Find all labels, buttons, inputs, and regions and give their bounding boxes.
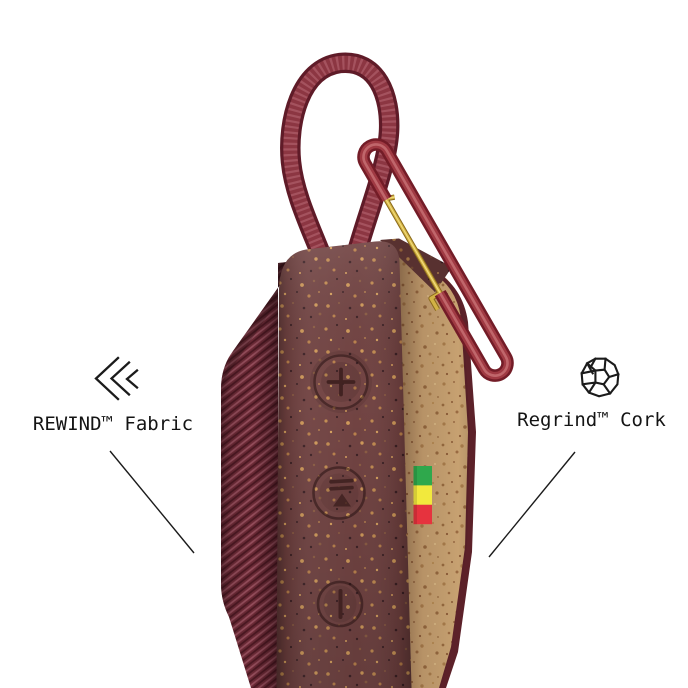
side-panel bbox=[276, 241, 412, 688]
pause-bars-glyph bbox=[329, 478, 354, 491]
carabiner bbox=[357, 138, 514, 382]
volume-down-button bbox=[316, 580, 364, 628]
play-pause-button bbox=[312, 466, 366, 520]
play-triangle-glyph bbox=[333, 493, 351, 507]
carabiner-body bbox=[357, 138, 514, 382]
regrind-cork-icon bbox=[580, 357, 620, 398]
rewind-chevrons-icon bbox=[94, 356, 139, 401]
cork-panel bbox=[399, 255, 476, 688]
volume-up-button bbox=[310, 351, 372, 413]
callout-label-right: Regrind™ Cork bbox=[517, 409, 666, 431]
flag-stripes bbox=[413, 466, 432, 525]
rope-loop bbox=[280, 52, 400, 263]
leader-line-right bbox=[488, 451, 576, 558]
callout-label-left: REWIND™ Fabric bbox=[32, 413, 194, 435]
leader-line-left bbox=[109, 450, 195, 554]
plus-glyph bbox=[326, 367, 356, 397]
